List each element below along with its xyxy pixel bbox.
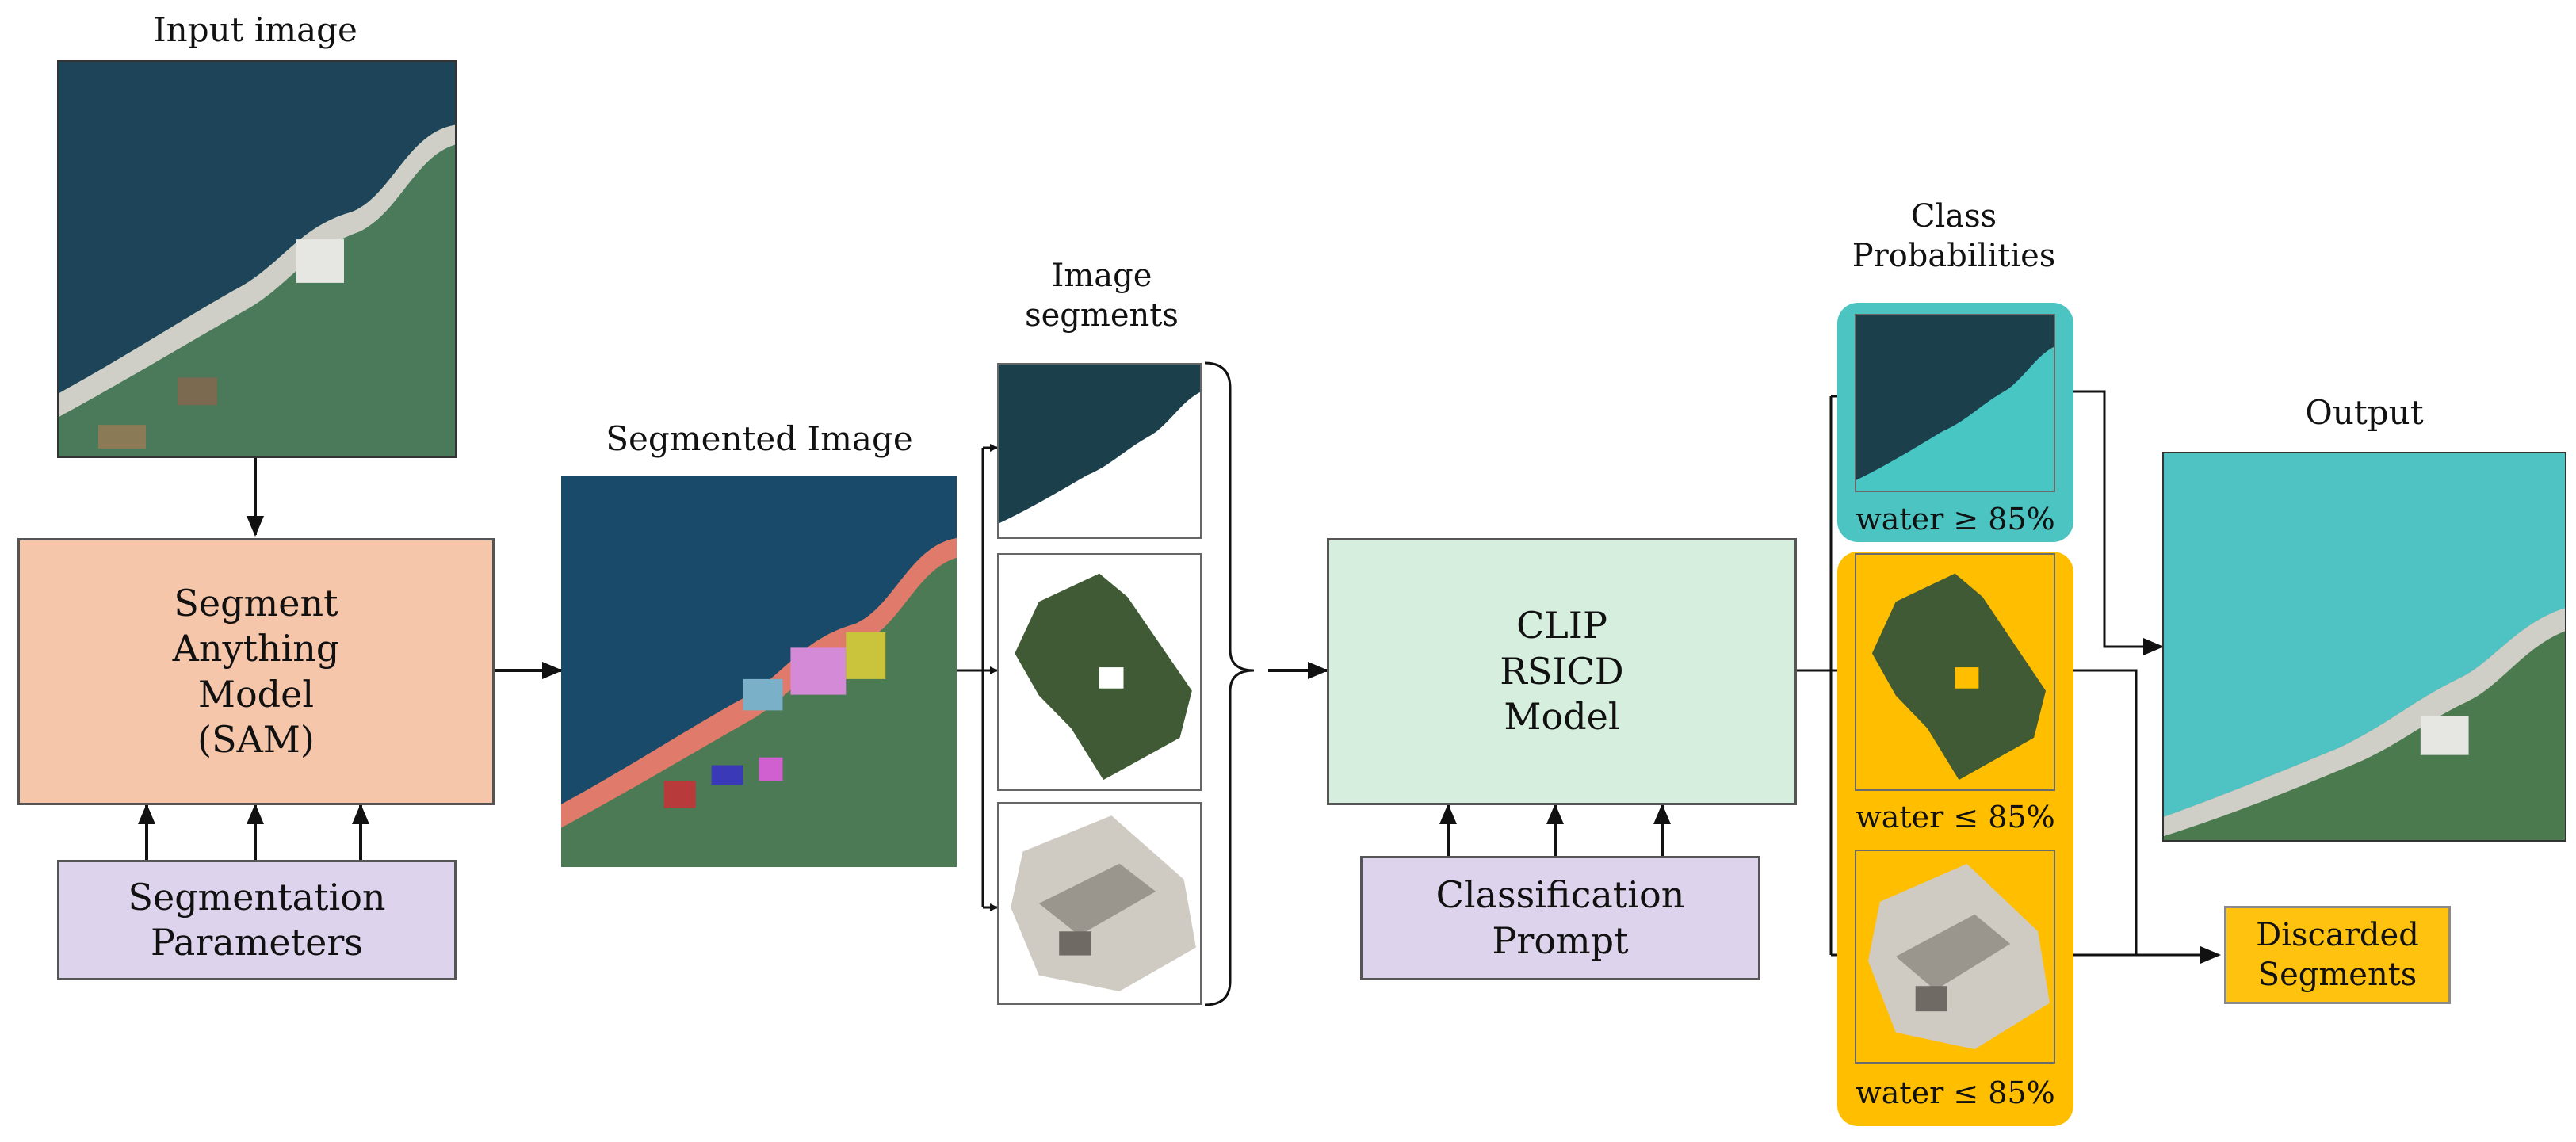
segmented-image bbox=[561, 476, 957, 867]
segment-building bbox=[997, 802, 1202, 1005]
discarded-segments-node: Discarded Segments bbox=[2224, 906, 2451, 1004]
output-image bbox=[2162, 452, 2566, 842]
segment-water bbox=[997, 363, 1202, 539]
prob-thumb-vegetation bbox=[1855, 553, 2055, 791]
segmented-image-label: Segmented Image bbox=[606, 419, 913, 458]
arrow-water-to-output bbox=[2061, 390, 2164, 655]
output-label: Output bbox=[2305, 393, 2424, 432]
prob-label-water: water ≥ 85% bbox=[1856, 502, 2055, 537]
prob-label-building: water ≤ 85% bbox=[1856, 1075, 2055, 1110]
clip-node: CLIP RSICD Model bbox=[1327, 538, 1797, 805]
input-image-label: Input image bbox=[153, 10, 357, 49]
prob-thumb-building bbox=[1855, 850, 2055, 1064]
class-probabilities-label: Class Probabilities bbox=[1852, 198, 2056, 274]
prob-thumb-water bbox=[1855, 314, 2055, 492]
segment-vegetation bbox=[997, 553, 1202, 791]
input-image bbox=[57, 60, 457, 458]
sam-node: Segment Anything Model (SAM) bbox=[17, 538, 495, 805]
prob-label-vegetation: water ≤ 85% bbox=[1856, 800, 2055, 835]
classification-prompt-node: Classification Prompt bbox=[1360, 856, 1760, 980]
image-segments-label: Image segments bbox=[1025, 258, 1179, 334]
segmentation-parameters-node: Segmentation Parameters bbox=[57, 860, 457, 980]
segments-brace bbox=[1204, 361, 1255, 1006]
